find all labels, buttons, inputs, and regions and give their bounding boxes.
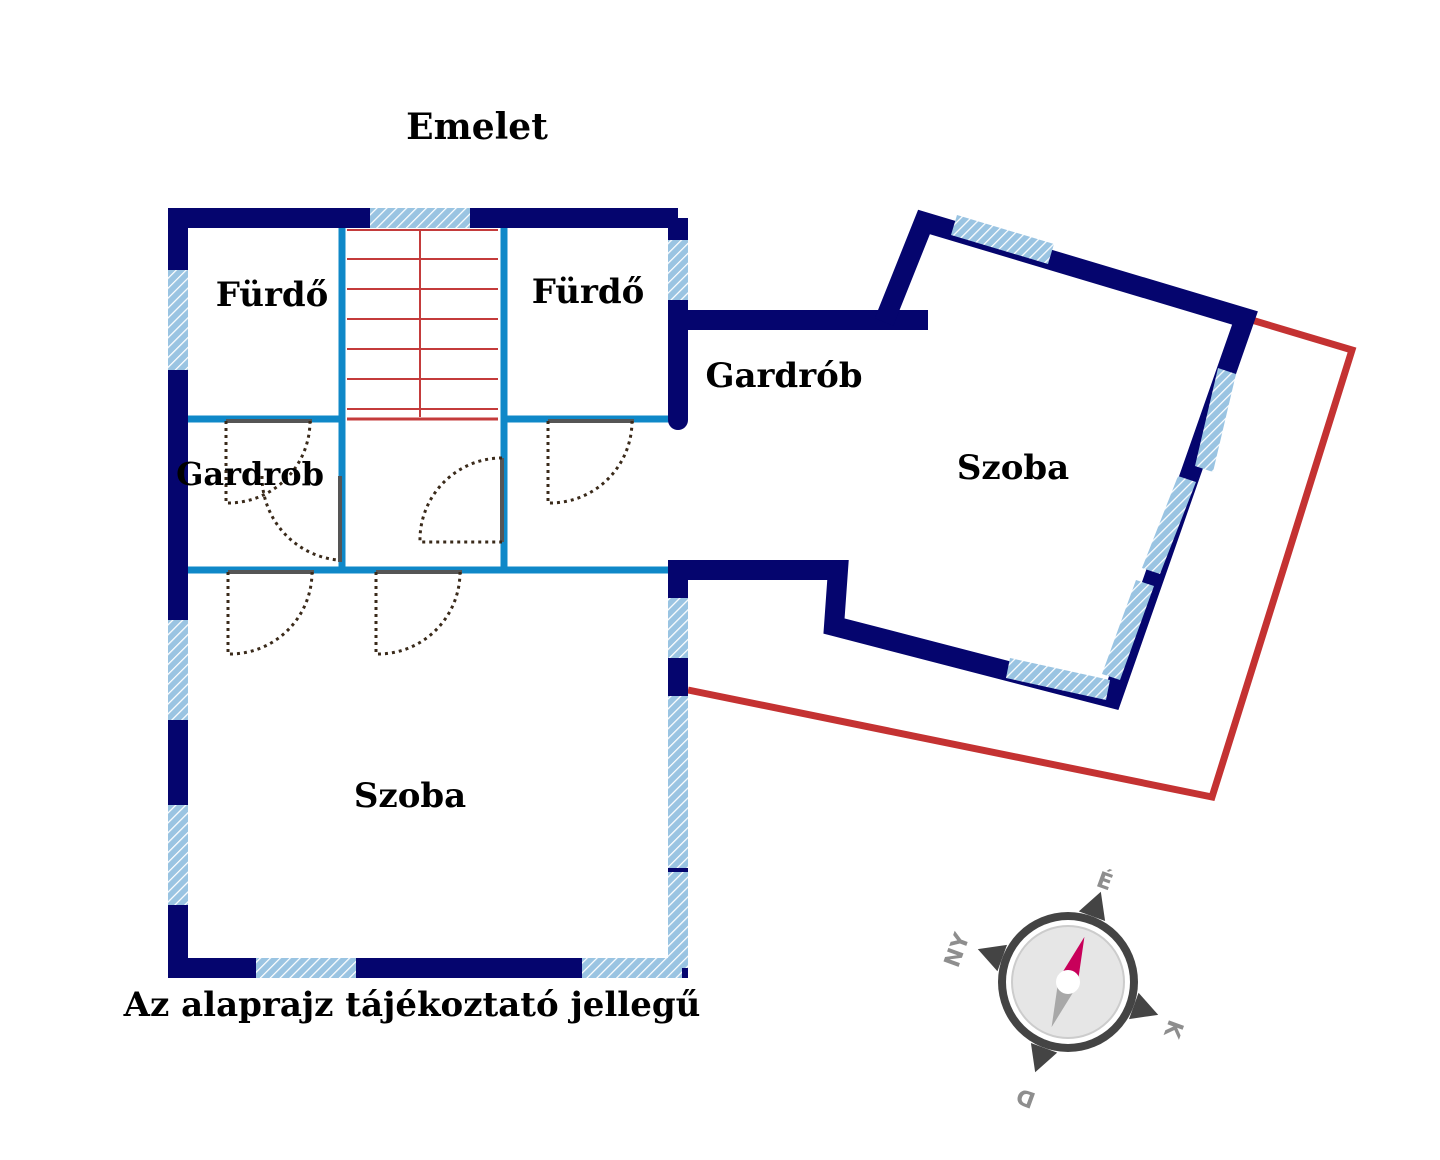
window: [168, 620, 188, 720]
window: [1195, 368, 1236, 472]
compass-west-label: NY: [940, 929, 976, 971]
window: [582, 958, 682, 978]
door: [546, 419, 634, 505]
room-label-szoba-right: Szoba: [957, 448, 1069, 488]
exterior-walls: [168, 208, 1258, 978]
compass-south-label: D: [1013, 1082, 1039, 1112]
window: [668, 240, 688, 300]
room-label-szoba-bottom: Szoba: [354, 776, 466, 816]
compass-icon: É D K NY: [940, 867, 1188, 1112]
compass-east-label: K: [1158, 1016, 1188, 1041]
doors: [224, 419, 634, 656]
room-label-gardrob-right: Gardrób: [705, 356, 862, 396]
door: [226, 570, 314, 656]
window: [668, 872, 688, 968]
window: [370, 208, 470, 228]
window: [168, 270, 188, 370]
window: [951, 215, 1054, 264]
room-label-furdo-2: Fürdő: [532, 272, 645, 312]
plan-title: Emelet: [406, 106, 548, 148]
compass-north-label: É: [1093, 867, 1116, 897]
window: [1102, 580, 1154, 680]
room-label-furdo-1: Fürdő: [216, 275, 329, 315]
door: [374, 570, 462, 656]
door: [418, 456, 504, 544]
door: [260, 475, 342, 562]
door: [224, 419, 312, 505]
window: [668, 598, 688, 658]
staircase: [347, 229, 498, 421]
disclaimer-text: Az alaprajz tájékoztató jellegű: [123, 985, 701, 1025]
room-label-gardrob-left: Gardrob: [176, 455, 324, 493]
terrace-outline: [687, 314, 1357, 802]
window: [168, 805, 188, 905]
window: [1142, 476, 1196, 574]
window: [1006, 658, 1110, 700]
window: [256, 958, 356, 978]
windows: [168, 208, 1236, 978]
window: [668, 696, 688, 868]
